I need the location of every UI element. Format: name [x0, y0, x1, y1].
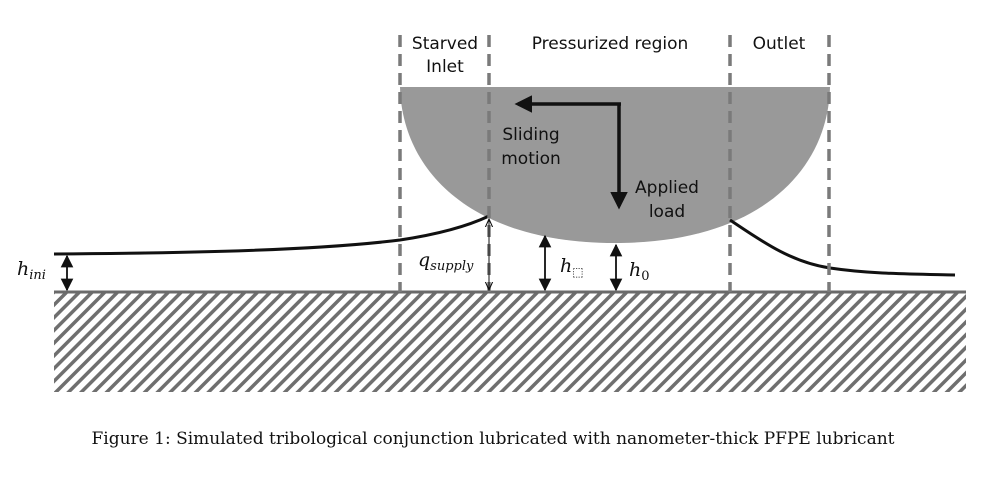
contact-body [400, 87, 830, 243]
label-outlet: Outlet [753, 34, 806, 54]
label-motion: motion [501, 149, 561, 169]
substrate [54, 292, 966, 392]
label-applied: Applied [635, 178, 699, 198]
label-q-supply: qsupply [418, 249, 474, 274]
label-inlet: Inlet [426, 57, 464, 77]
lubricant-film-outlet [729, 218, 956, 277]
label-h-ini: hini [17, 258, 46, 283]
label-starved: Starved [412, 34, 478, 54]
lubricant-film-inlet [53, 214, 490, 256]
label-sliding: Sliding [502, 125, 559, 145]
label-h-box: h⬚ [560, 255, 584, 279]
figure-caption: Figure 1: Simulated tribological conjunc… [91, 429, 894, 449]
label-pressurized-region: Pressurized region [532, 34, 689, 54]
label-h-0: h0 [629, 259, 650, 284]
label-load: load [649, 202, 685, 222]
